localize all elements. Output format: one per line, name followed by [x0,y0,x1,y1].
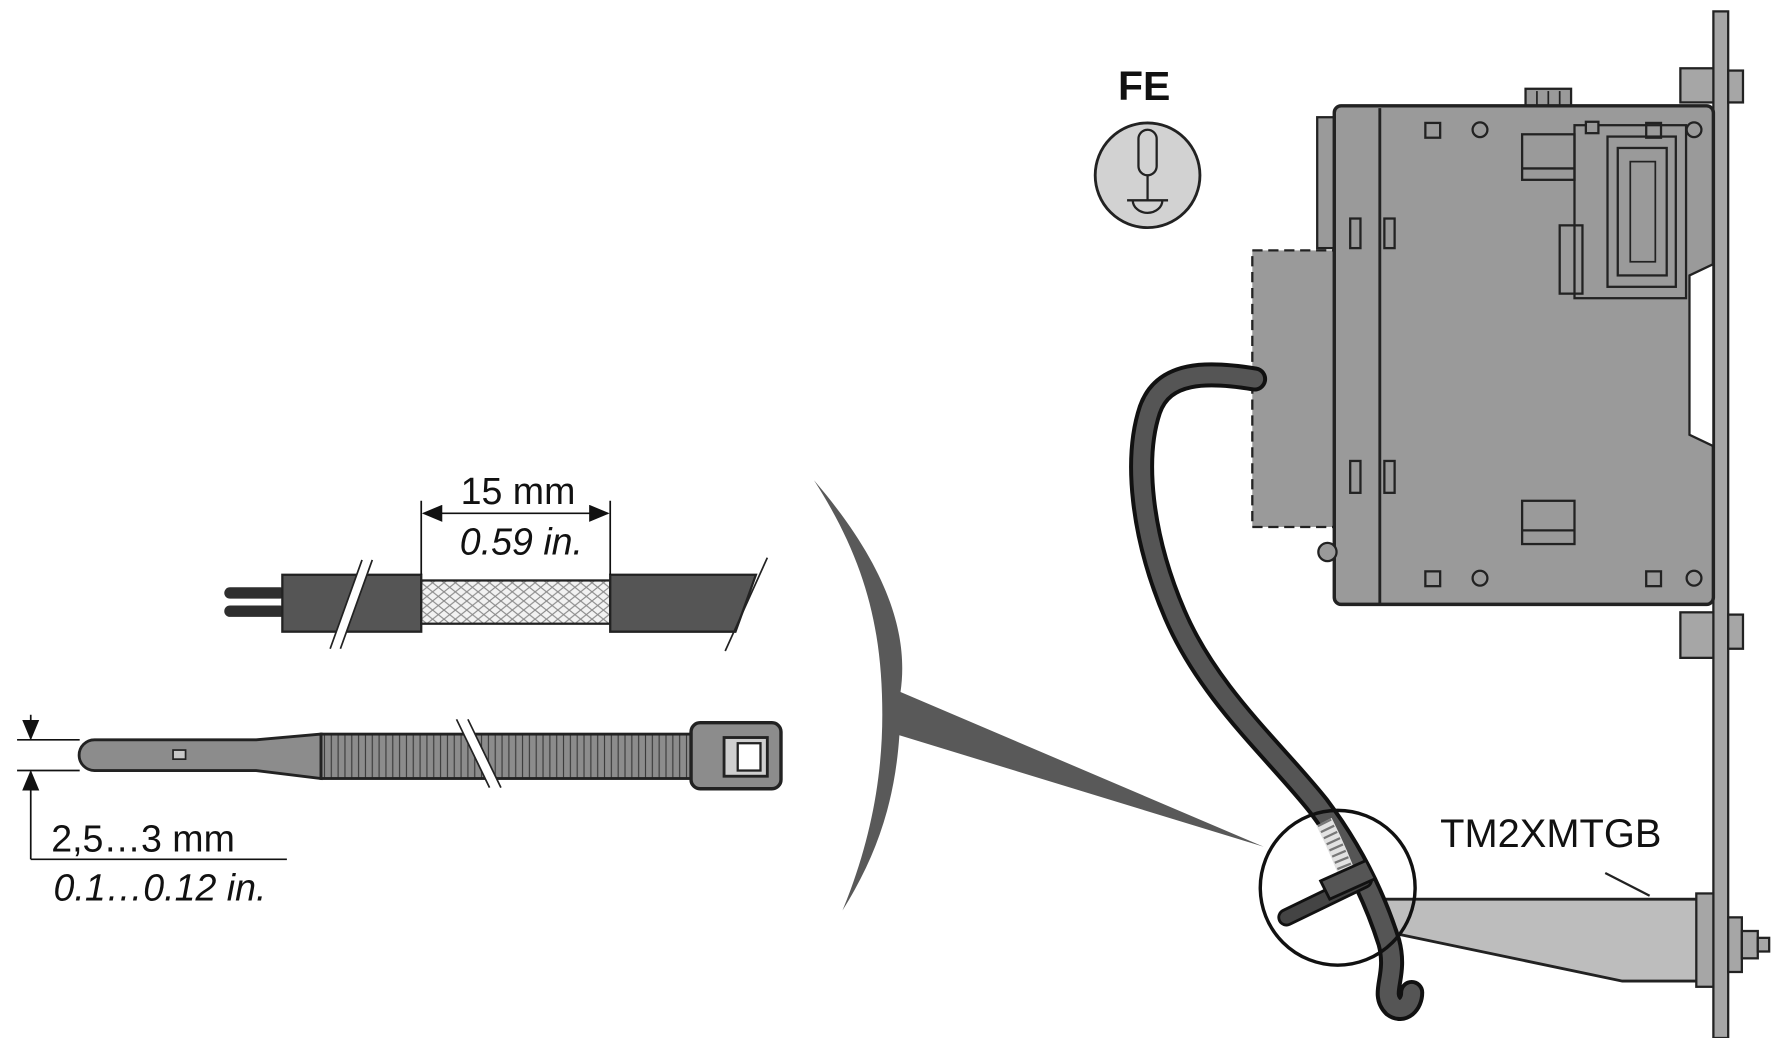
break-line [339,559,374,650]
exposed-shield-braid [420,579,612,625]
tie-width-metric: 2,5…3 mm [51,817,235,859]
functional-earth-icon [1093,121,1202,230]
bracket-bolt [1727,916,1743,974]
grounding-bracket: TM2XMTGB [1381,812,1771,988]
cable-connector-dashed [1251,249,1336,529]
strip-length-dimension: 15 mm 0.59 in. [420,470,612,575]
conductor-wire [224,605,286,617]
break-line [455,718,491,788]
mounting-clip-top [1679,67,1715,104]
bracket-label: TM2XMTGB [1440,812,1661,856]
bracket-flange [1695,892,1715,988]
magnified-detail-circle [1258,808,1417,967]
strip-length-metric: 15 mm [461,470,576,512]
bracket-plate [1381,897,1701,983]
tie-width-imperial: 0.1…0.12 in. [54,866,267,908]
break-gap [330,559,373,649]
magnifier-callout [814,480,1264,911]
installed-cable-tie [1277,858,1378,927]
functional-earth-marker: FE [1093,63,1202,230]
installed-tie-head [1318,858,1378,902]
break-line [724,557,769,652]
break-line [329,559,363,650]
stripped-cable [224,557,769,652]
bracket-leader-line [1604,871,1651,897]
expansion-connector [1573,124,1688,300]
mounting-clip-bottom [1679,611,1715,659]
bracket-nut [1740,929,1759,960]
module-latch-bottom [1520,499,1576,546]
strip-length-imperial: 0.59 in. [460,520,583,562]
cable-tie-tail [77,732,323,781]
cable-tie-slot [172,749,187,761]
screw-bottom [1727,613,1745,650]
screw-top [1727,69,1745,104]
controller-module [1251,87,1716,607]
cable-tie-ribbed-strap [319,732,694,780]
cable-jacket-right [609,573,758,633]
conductor-wire [224,587,286,599]
tie-width-dimension: 2,5…3 mm 0.1…0.12 in. [17,714,287,908]
din-rail-notch [1688,262,1715,448]
ground-label: FE [1118,63,1170,109]
break-line [467,718,502,788]
break-gap [456,719,501,788]
cable-tie [77,718,783,791]
